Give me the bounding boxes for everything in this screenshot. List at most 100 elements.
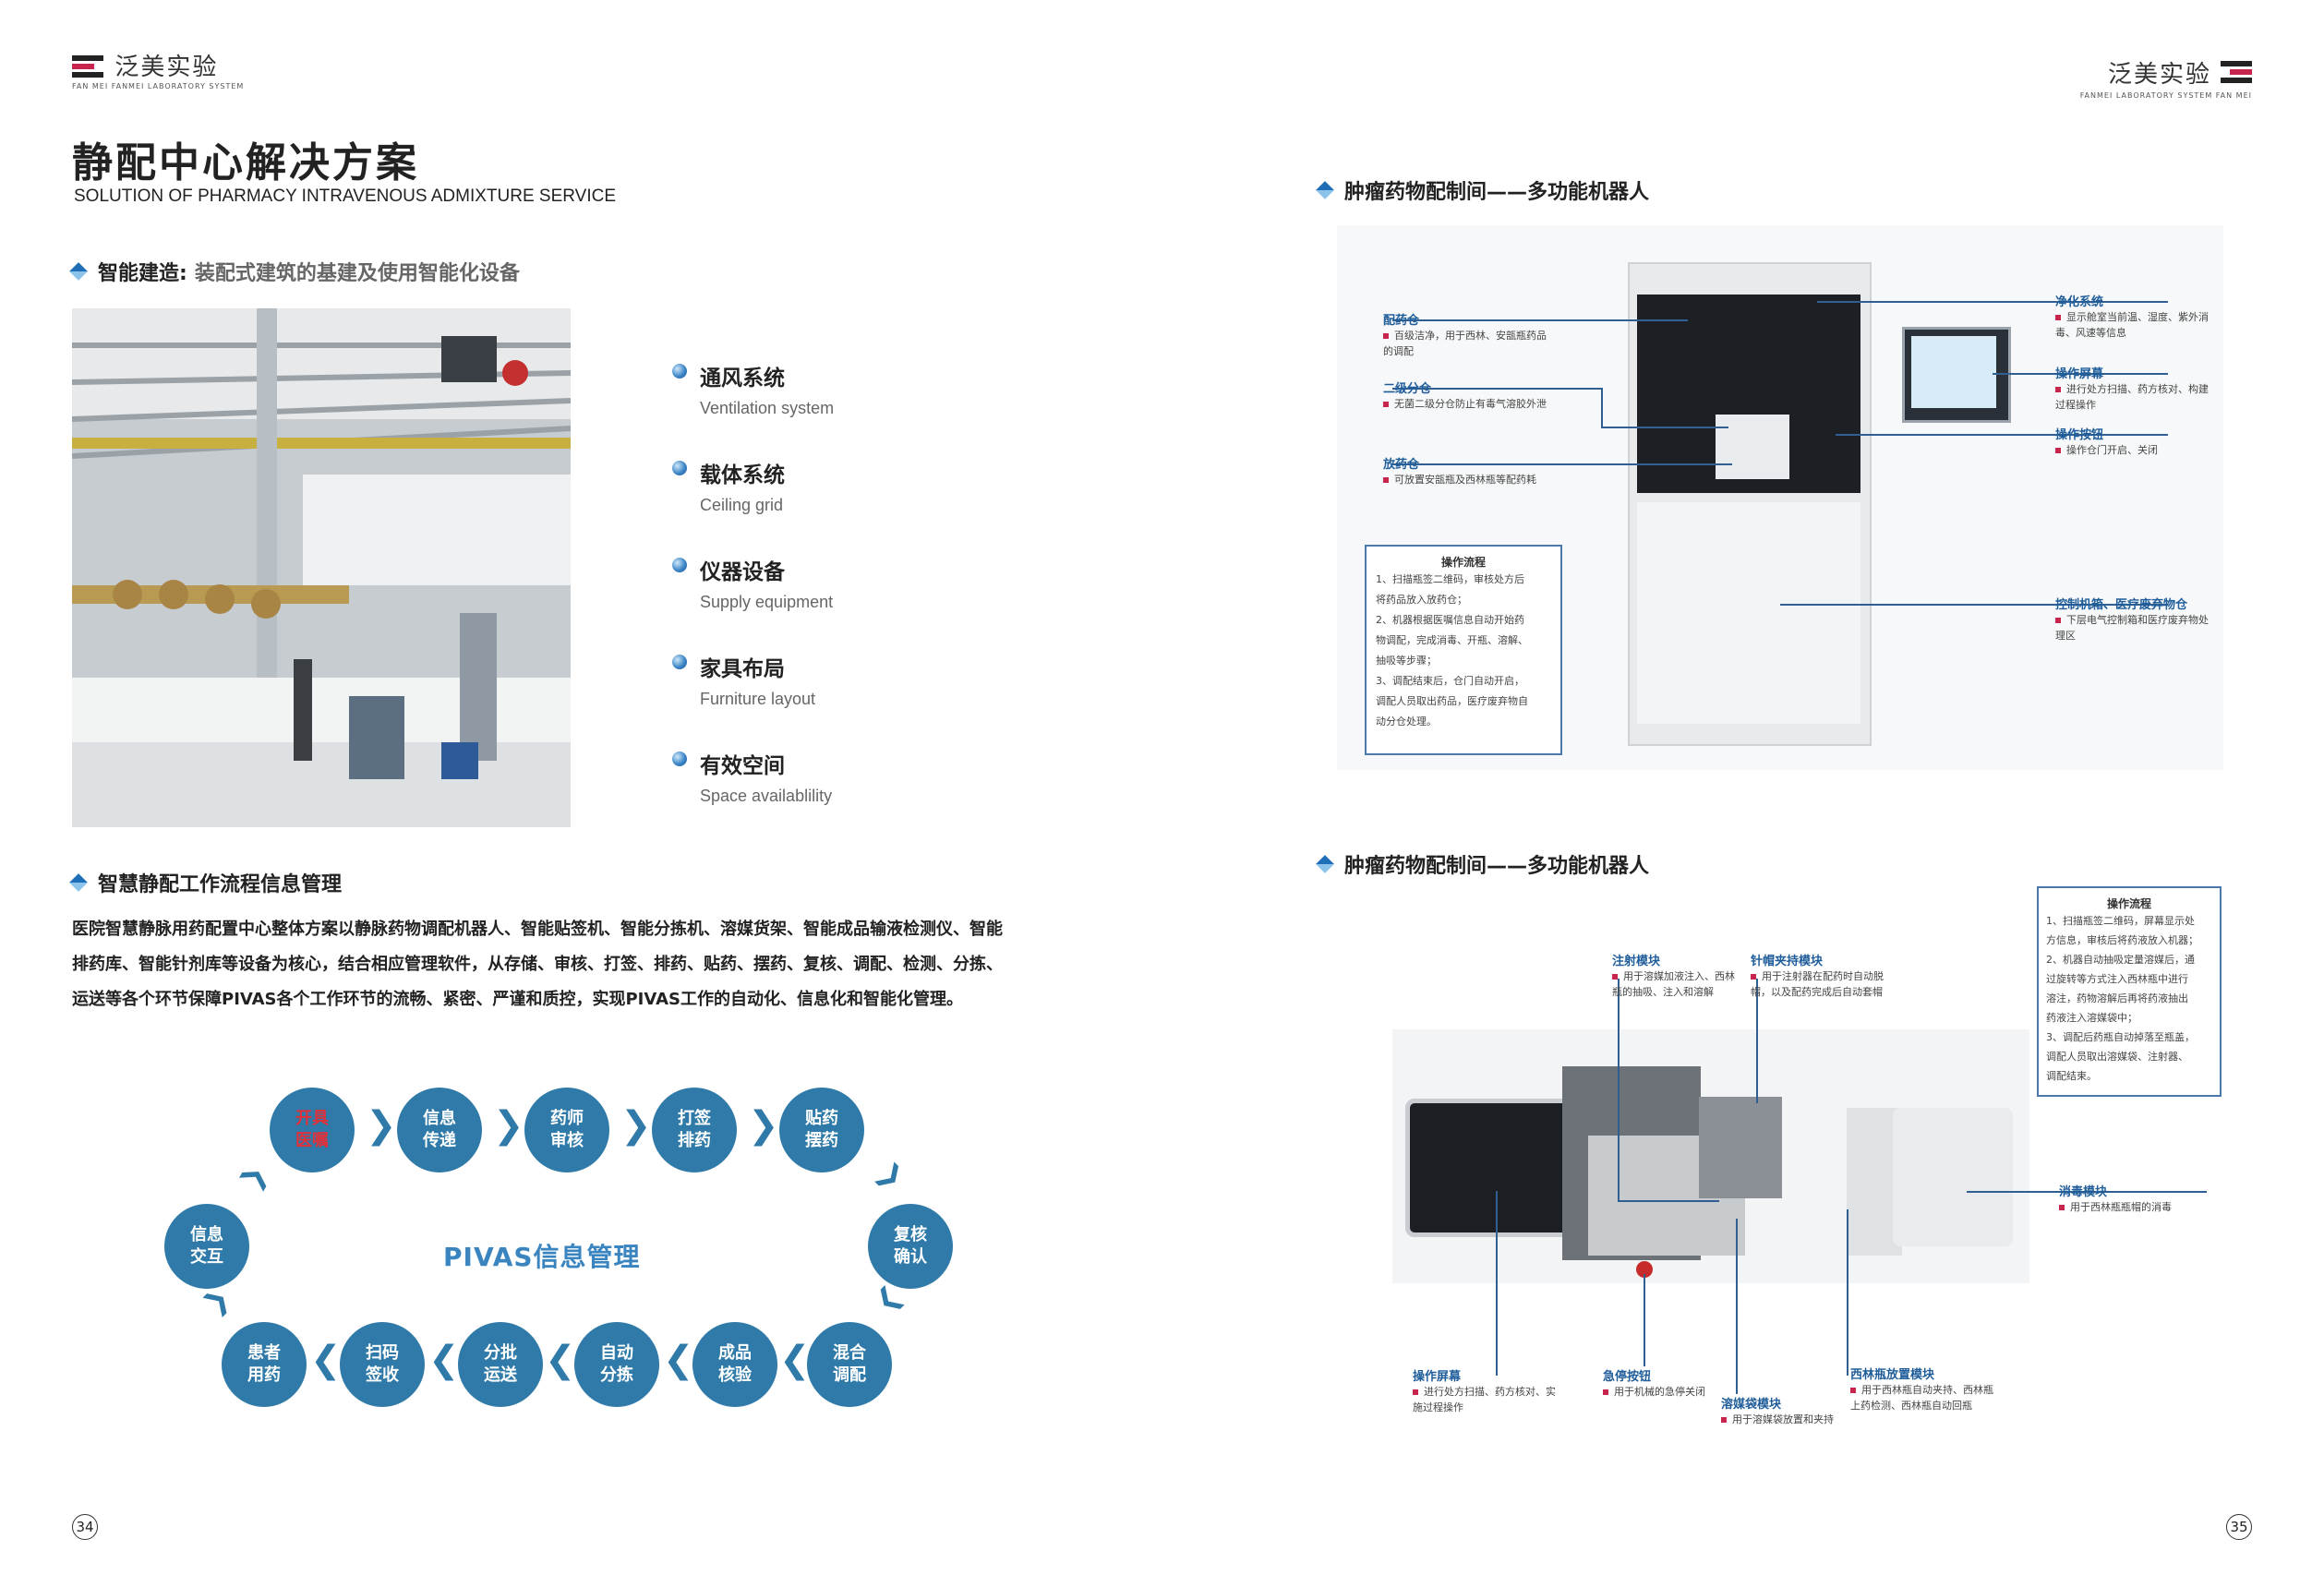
lab-photo — [72, 308, 571, 827]
chevron-left-icon: ❮ — [663, 1339, 694, 1381]
diamond-icon — [1316, 181, 1334, 199]
robot1-lower-panel — [1637, 502, 1860, 724]
callout-text: 用于西林瓶瓶帽的消毒 — [2070, 1201, 2172, 1213]
section-workflow: 智慧静配工作流程信息管理 — [69, 868, 343, 897]
system-zh: 仪器设备 — [700, 560, 785, 584]
system-zh: 载体系统 — [700, 463, 785, 487]
callout-jinghua: 净化系统 显示舱室当前温、湿度、紫外消毒、风速等信息 — [2055, 292, 2212, 341]
callout-text: 可放置安瓿瓶及西林瓶等配药耗 — [1394, 474, 1536, 486]
callout-pingmu2: 操作屏幕 进行处方扫描、药方核对、实施过程操作 — [1413, 1366, 1560, 1415]
section-title: 智慧静配工作流程信息管理 — [98, 873, 343, 896]
flow-step: 患者用药 — [222, 1322, 307, 1407]
pivas-center-label: PIVAS信息管理 — [443, 1242, 641, 1272]
callout-title: 二级分仓 — [1383, 382, 1432, 396]
page-number-right: 35 — [2226, 1514, 2252, 1540]
system-item-ventilation: 通风系统 Ventilation system — [672, 360, 834, 418]
system-en: Ceiling grid — [700, 496, 784, 514]
system-item-furniture: 家具布局 Furniture layout — [672, 651, 834, 709]
chevron-left-icon: ❮ — [779, 1339, 811, 1381]
process-lines: 1、扫描瓶签二维码，审核处方后将药品放入放药仓； 2、机器根据医嘱信息自动开始药… — [1376, 573, 1528, 727]
system-en: Furniture layout — [700, 690, 816, 708]
robot1-figure: 配药仓 百级洁净，用于西林、安瓿瓶药品的调配 二级分仓 无菌二级分仓防止有毒气溶… — [1337, 225, 2223, 770]
callout-title: 操作按钮 — [2055, 428, 2104, 442]
callout-pingmu: 操作屏幕 进行处方扫描、药方核对、构建过程操作 — [2055, 364, 2212, 413]
callout-jiting: 急停按钮 用于机械的急停关闭 — [1603, 1366, 1732, 1400]
flow-step: 分批运送 — [458, 1322, 543, 1407]
system-item-supply: 仪器设备 Supply equipment — [672, 554, 834, 612]
system-zh: 通风系统 — [700, 367, 785, 391]
logo-sub: FAN MEI FANMEI LABORATORY SYSTEM — [72, 82, 245, 90]
callout-title: 操作屏幕 — [2055, 367, 2104, 381]
robot1-screen-display — [1911, 336, 1996, 408]
page-subtitle: SOLUTION OF PHARMACY INTRAVENOUS ADMIXTU… — [74, 186, 616, 206]
callout-text: 操作仓门开启、关闭 — [2066, 444, 2158, 456]
flow-step: 贴药摆药 — [779, 1088, 864, 1172]
callout-title: 操作屏幕 — [1413, 1370, 1462, 1384]
logo-sub: FANMEI LABORATORY SYSTEM FAN MEI — [2079, 91, 2252, 100]
callout-text: 下层电气控制箱和医疗废弃物处理区 — [2055, 614, 2209, 642]
section-label: 智能建造: — [98, 262, 187, 285]
process-title: 操作流程 — [1440, 556, 1486, 569]
systems-list: 通风系统 Ventilation system 载体系统 Ceiling gri… — [672, 360, 834, 806]
system-en: Space availablility — [700, 787, 833, 805]
callout-title: 放药仓 — [1383, 458, 1420, 472]
chevron-up-right-icon: ❯ — [234, 1159, 274, 1196]
flow-step: 信息交互 — [164, 1204, 249, 1289]
robot2-right-module — [1893, 1108, 2013, 1246]
callout-text: 无菌二级分仓防止有毒气溶胶外泄 — [1394, 398, 1547, 410]
chevron-left-icon: ❮ — [310, 1339, 342, 1381]
robot2-screen — [1405, 1099, 1571, 1237]
callout-zhushe: 注射模块 用于溶媒加液注入、西林瓶的抽吸、注入和溶解 — [1612, 951, 1741, 1000]
left-logo: FAN MEI FANMEI LABORATORY SYSTEM 泛美实验 — [72, 54, 243, 90]
bullet-dot-icon — [672, 461, 687, 475]
flow-step: 复核确认 — [868, 1204, 953, 1289]
logo-text: 泛美实验 — [114, 53, 219, 81]
robot2-figure: 注射模块 用于溶媒加液注入、西林瓶的抽吸、注入和溶解 针帽夹持模块 用于注射器在… — [1348, 886, 2244, 1440]
callout-fangyao: 放药仓 可放置安瓿瓶及西林瓶等配药耗 — [1383, 454, 1549, 487]
callout-text: 百级洁净，用于西林、安瓿瓶药品的调配 — [1383, 330, 1547, 357]
callout-xilin: 西林瓶放置模块 用于西林瓶自动夹持、西林瓶上药检测、西林瓶自动回瓶 — [1850, 1365, 1998, 1413]
callout-text: 显示舱室当前温、湿度、紫外消毒、风速等信息 — [2055, 311, 2209, 339]
callout-text: 用于注射器在配药时自动脱帽，以及配药完成后自动套帽 — [1751, 970, 1884, 998]
callout-peiyao: 配药仓 百级洁净，用于西林、安瓿瓶药品的调配 — [1383, 310, 1549, 359]
callout-title: 控制机箱、医疗废弃物仓 — [2055, 598, 2188, 612]
callout-anniu: 操作按钮 操作仓门开启、关闭 — [2055, 425, 2212, 458]
page-number-left: 34 — [72, 1514, 98, 1540]
heading-text: 肿瘤药物配制间——多功能机器人 — [1344, 181, 1650, 204]
diamond-icon — [69, 262, 88, 281]
robot2-heading: 肿瘤药物配制间——多功能机器人 — [1316, 849, 1650, 879]
flow-step: 开具医嘱 — [270, 1088, 355, 1172]
logo-mark-icon — [2221, 60, 2252, 85]
callout-text: 进行处方扫描、药方核对、实施过程操作 — [1413, 1386, 1556, 1413]
system-item-ceiling: 载体系统 Ceiling grid — [672, 457, 834, 515]
chevron-right-icon: ❯ — [620, 1104, 652, 1147]
callout-zhenmao: 针帽夹持模块 用于注射器在配药时自动脱帽，以及配药完成后自动套帽 — [1751, 951, 1889, 1000]
flow-step: 打签排药 — [652, 1088, 737, 1172]
chevron-left-icon: ❮ — [428, 1339, 460, 1381]
robot1-process-box: 操作流程 1、扫描瓶签二维码，审核处方后将药品放入放药仓； 2、机器根据医嘱信息… — [1365, 545, 1562, 755]
callout-text: 用于西林瓶自动夹持、西林瓶上药检测、西林瓶自动回瓶 — [1850, 1384, 1993, 1412]
callout-text: 用于溶媒袋放置和夹持 — [1732, 1413, 1834, 1425]
callout-title: 溶媒袋模块 — [1721, 1398, 1782, 1412]
bullet-dot-icon — [672, 655, 687, 669]
robot1-heading: 肿瘤药物配制间——多功能机器人 — [1316, 175, 1650, 205]
callout-title: 配药仓 — [1383, 314, 1420, 328]
callout-xiaodu: 消毒模块 用于西林瓶瓶帽的消毒 — [2059, 1182, 2225, 1215]
robot2-injector — [1699, 1097, 1782, 1198]
robot1-chamber — [1716, 415, 1789, 479]
bullet-dot-icon — [672, 751, 687, 766]
flow-step: 成品核验 — [692, 1322, 777, 1407]
system-zh: 有效空间 — [700, 754, 785, 778]
system-en: Ventilation system — [700, 399, 835, 417]
flow-step: 药师审核 — [524, 1088, 609, 1172]
heading-text: 肿瘤药物配制间——多功能机器人 — [1344, 855, 1650, 878]
page-title: 静配中心解决方案 — [72, 139, 419, 186]
flow-step: 自动分拣 — [574, 1322, 659, 1407]
system-en: Supply equipment — [700, 593, 834, 611]
flow-step: 信息传递 — [397, 1088, 482, 1172]
robot2-process-box: 操作流程 1、扫描瓶签二维码，屏幕显示处方信息，审核后将药液放入机器； 2、机器… — [2037, 886, 2222, 1097]
chevron-right-icon: ❯ — [366, 1104, 397, 1147]
section-desc: 装配式建筑的基建及使用智能化设备 — [194, 262, 520, 285]
callout-text: 用于机械的急停关闭 — [1614, 1386, 1705, 1398]
pivas-flow-diagram: 开具医嘱 信息传递 药师审核 打签排药 贴药摆药 复核确认 混合调配 成品核验 … — [157, 1080, 969, 1431]
